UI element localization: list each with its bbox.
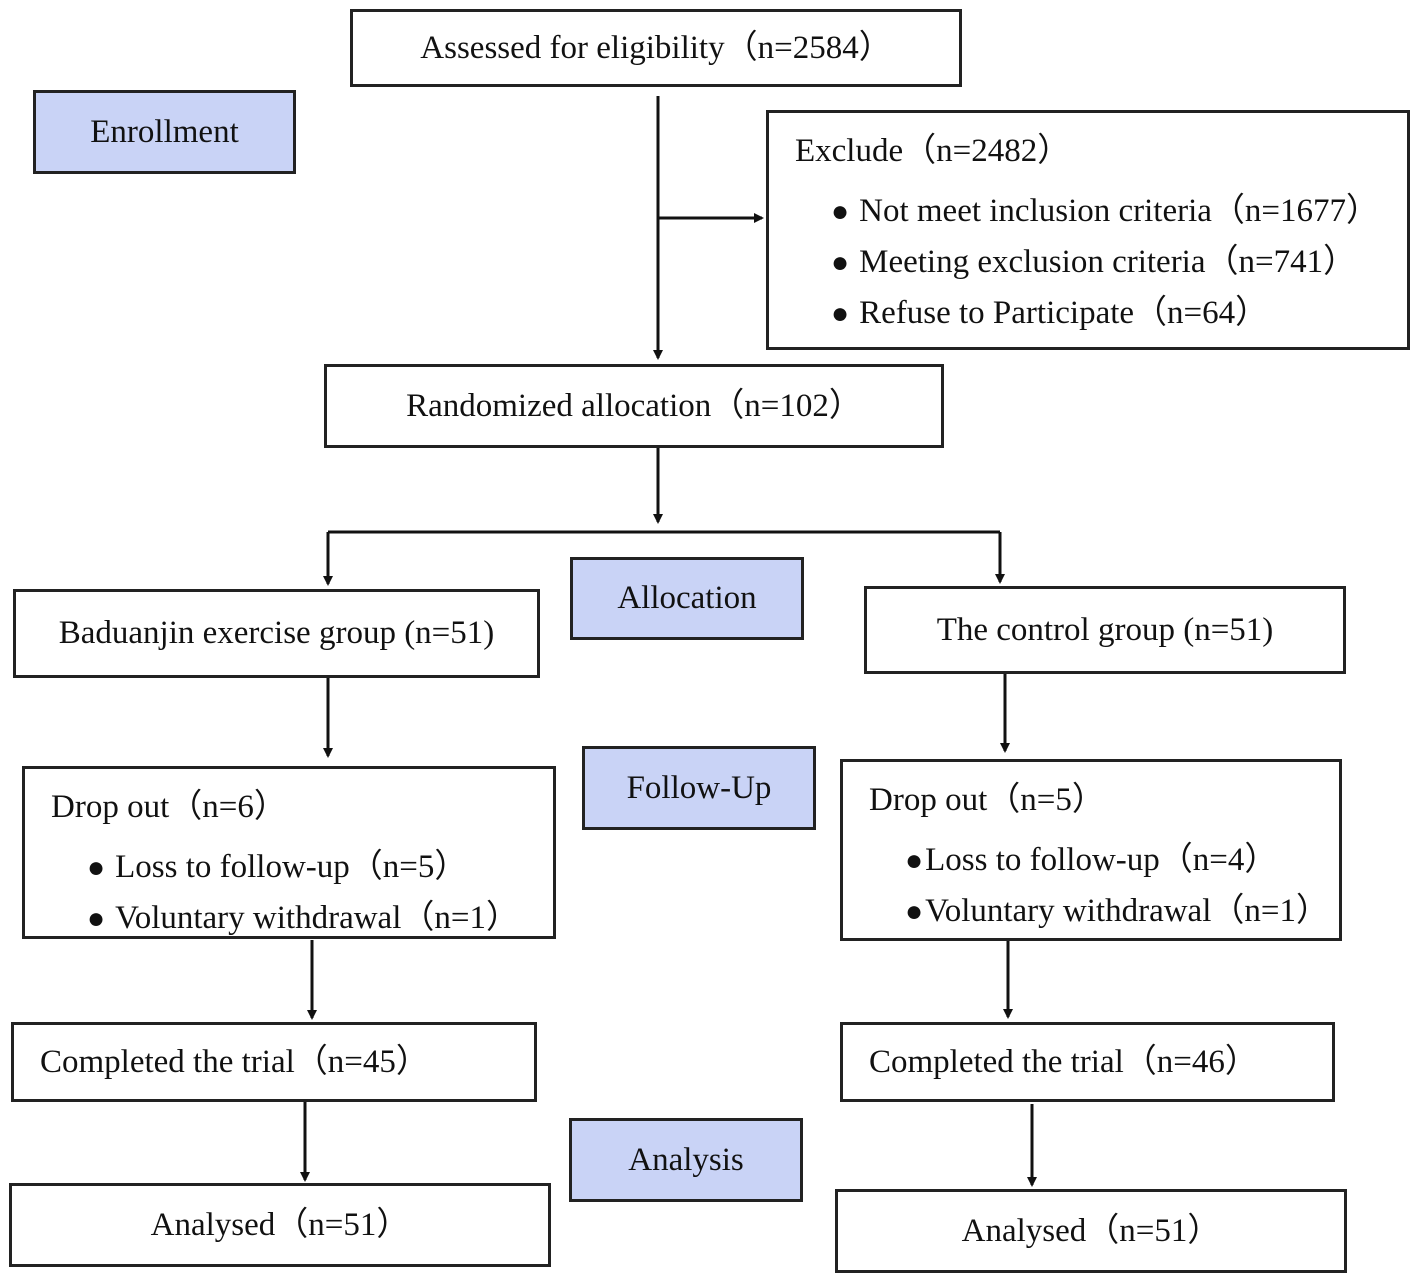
left-completed-box: Completed the trial（n=45）	[11, 1022, 537, 1102]
right-dropout-box: Drop out（n=5） ● Loss to follow-up（n=4） ●…	[840, 759, 1342, 941]
left-dropout-box: Drop out（n=6） ● Loss to follow-up（n=5） ●…	[22, 766, 556, 939]
left-dropout-title: Drop out（n=6）	[51, 789, 287, 825]
left-group-text: Baduanjin exercise group (n=51)	[58, 615, 495, 651]
exclude-item: ● Meeting exclusion criteria（n=741）	[795, 237, 1407, 288]
left-dropout-item: ● Loss to follow-up（n=5）	[51, 842, 553, 893]
randomized-text: Randomized allocation（n=102）	[406, 387, 862, 424]
right-completed-text: Completed the trial（n=46）	[869, 1043, 1258, 1080]
bullet-icon: ●	[831, 296, 850, 330]
right-dropout-item: ● Voluntary withdrawal（n=1）	[869, 886, 1339, 937]
right-dropout-item-text: Voluntary withdrawal（n=1）	[925, 893, 1329, 929]
bullet-icon: ●	[87, 850, 106, 884]
right-analysed-box: Analysed（n=51）	[835, 1189, 1347, 1273]
assessed-box: Assessed for eligibility（n=2584）	[350, 9, 962, 87]
right-analysed-text: Analysed（n=51）	[961, 1212, 1221, 1249]
exclude-item: ● Not meet inclusion criteria（n=1677）	[795, 186, 1407, 237]
exclude-item-text: Refuse to Participate（n=64）	[859, 295, 1269, 331]
exclude-box: Exclude（n=2482） ● Not meet inclusion cri…	[766, 110, 1410, 350]
left-group-box: Baduanjin exercise group (n=51)	[13, 589, 540, 678]
exclude-item: ● Refuse to Participate（n=64）	[795, 288, 1407, 339]
left-analysed-box: Analysed（n=51）	[9, 1183, 551, 1267]
left-completed-text: Completed the trial（n=45）	[40, 1043, 429, 1080]
left-dropout-item-text: Loss to follow-up（n=5）	[115, 849, 468, 885]
exclude-item-text: Not meet inclusion criteria（n=1677）	[859, 193, 1380, 229]
assessed-text: Assessed for eligibility（n=2584）	[420, 29, 892, 66]
phase-allocation: Allocation	[570, 557, 804, 640]
right-group-box: The control group (n=51)	[864, 586, 1346, 674]
right-completed-box: Completed the trial（n=46）	[840, 1022, 1335, 1102]
exclude-item-text: Meeting exclusion criteria（n=741）	[859, 244, 1357, 280]
phase-enrollment: Enrollment	[33, 90, 296, 174]
right-dropout-title: Drop out（n=5）	[869, 782, 1105, 818]
right-group-text: The control group (n=51)	[936, 611, 1274, 648]
right-dropout-item-text: Loss to follow-up（n=4）	[925, 842, 1278, 878]
left-dropout-item-text: Voluntary withdrawal（n=1）	[115, 900, 519, 936]
left-dropout-item: ● Voluntary withdrawal（n=1）	[51, 893, 553, 944]
phase-analysis: Analysis	[569, 1118, 803, 1202]
left-analysed-text: Analysed（n=51）	[150, 1206, 410, 1243]
bullet-icon: ●	[831, 245, 850, 279]
bullet-icon: ●	[87, 901, 106, 935]
right-dropout-item: ● Loss to follow-up（n=4）	[869, 835, 1339, 886]
phase-follow-up: Follow-Up	[582, 746, 816, 830]
bullet-icon: ●	[905, 843, 924, 877]
bullet-icon: ●	[831, 194, 850, 228]
bullet-icon: ●	[905, 894, 924, 928]
randomized-box: Randomized allocation（n=102）	[324, 364, 944, 448]
exclude-title: Exclude（n=2482）	[795, 133, 1071, 169]
